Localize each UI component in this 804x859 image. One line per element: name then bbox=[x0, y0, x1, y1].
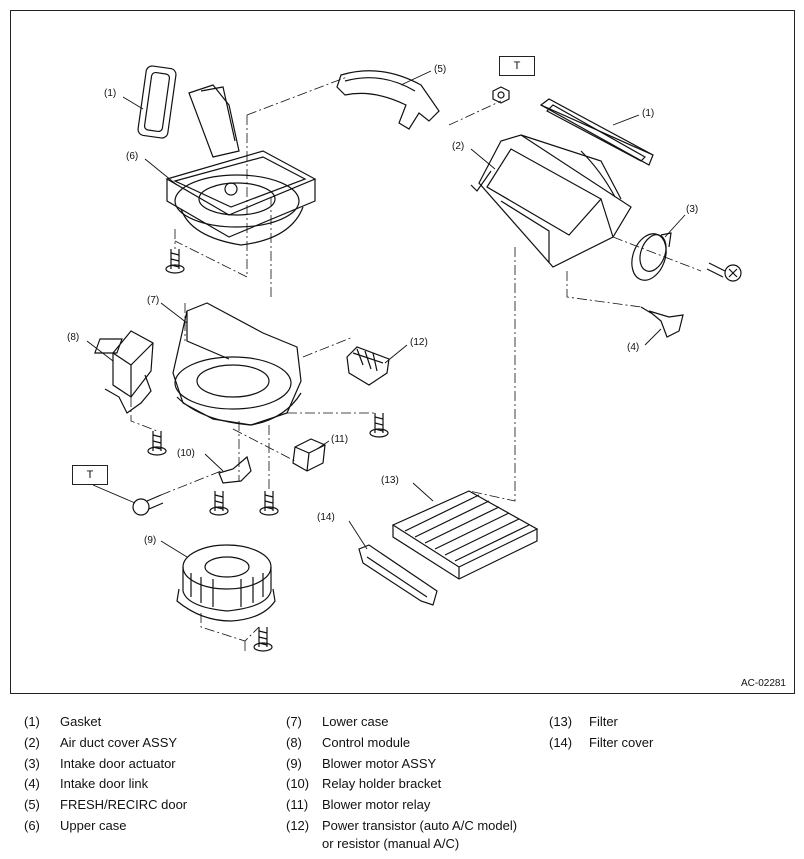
torque-mark-box-top: T bbox=[499, 56, 535, 76]
callout-3: (3) bbox=[686, 204, 699, 215]
legend-label: Air duct cover ASSY bbox=[60, 735, 178, 750]
legend-label: or resistor (manual A/C) bbox=[322, 836, 460, 851]
air-duct-cover-part bbox=[470, 134, 632, 268]
callout-13: (13) bbox=[381, 475, 399, 486]
alignment-lines bbox=[130, 76, 702, 651]
callout-1-left: (1) bbox=[104, 88, 117, 99]
nut-part bbox=[492, 86, 510, 104]
torque-mark-box-left: T bbox=[72, 465, 108, 485]
legend-label: FRESH/RECIRC door bbox=[60, 797, 188, 812]
screw-bracket-left-part bbox=[209, 491, 229, 516]
legend-label: Power transistor (auto A/C model) bbox=[322, 818, 518, 833]
intake-door-link-part bbox=[640, 306, 684, 338]
filter-part bbox=[391, 490, 539, 580]
legend-number: (5) bbox=[24, 797, 40, 812]
legend-number: (1) bbox=[24, 714, 40, 729]
legend-label: Gasket bbox=[60, 714, 102, 729]
callout-1-right: (1) bbox=[642, 108, 655, 119]
fresh-recirc-door-part bbox=[336, 70, 440, 130]
callout-8: (8) bbox=[67, 332, 80, 343]
control-module-part bbox=[104, 330, 154, 414]
callout-10: (10) bbox=[177, 448, 195, 459]
legend-number: (7) bbox=[286, 714, 302, 729]
legend-number: (8) bbox=[286, 735, 302, 750]
legend-number: (14) bbox=[549, 735, 573, 750]
upper-case-part bbox=[165, 84, 317, 246]
callout-5: (5) bbox=[434, 64, 447, 75]
callout-9: (9) bbox=[144, 535, 157, 546]
legend-number: (3) bbox=[24, 756, 40, 771]
legend-label: Intake door actuator bbox=[60, 756, 176, 771]
legend-label: Upper case bbox=[60, 818, 127, 833]
legend-label: Filter bbox=[589, 714, 618, 729]
legend-number: (12) bbox=[286, 818, 310, 833]
gasket-right-part bbox=[539, 98, 654, 166]
power-transistor-part bbox=[346, 346, 390, 386]
screw-upper-part bbox=[165, 249, 185, 274]
filter-cover-part bbox=[358, 544, 438, 606]
legend-label: Lower case bbox=[322, 714, 389, 729]
leader-lines bbox=[86, 70, 686, 558]
gasket-left-part bbox=[137, 65, 177, 139]
callout-4: (4) bbox=[627, 342, 640, 353]
screw-control-module-part bbox=[147, 431, 167, 456]
screw-transistor-part bbox=[369, 413, 389, 438]
legend-number: (10) bbox=[286, 776, 310, 791]
legend-label: Filter cover bbox=[589, 735, 654, 750]
screw-actuator-part bbox=[706, 262, 742, 282]
callout-2: (2) bbox=[452, 141, 465, 152]
legend-label: Blower motor ASSY bbox=[322, 756, 437, 771]
exploded-view-drawing bbox=[86, 65, 742, 652]
legend-label: Blower motor relay bbox=[322, 797, 431, 812]
lower-case-part bbox=[94, 302, 302, 426]
callout-6: (6) bbox=[126, 151, 139, 162]
legend-number: (9) bbox=[286, 756, 302, 771]
screw-bracket-right-part bbox=[259, 491, 279, 516]
callout-14: (14) bbox=[317, 512, 335, 523]
diagram-frame: (1) (1) (2) (3) (4) (5) (6) (7) (8) (9) … bbox=[10, 10, 795, 694]
relay-holder-bracket-part bbox=[218, 455, 252, 484]
legend-label: Intake door link bbox=[60, 776, 149, 791]
screw-blower-part bbox=[253, 627, 273, 652]
legend-number: (11) bbox=[286, 797, 309, 812]
callout-11: (11) bbox=[331, 434, 349, 445]
legend-label: Relay holder bracket bbox=[322, 776, 442, 791]
callout-7: (7) bbox=[147, 295, 160, 306]
legend-label: Control module bbox=[322, 735, 411, 750]
blower-motor-relay-part bbox=[292, 438, 326, 472]
parts-legend: (1) Gasket (2) Air duct cover ASSY (3) I… bbox=[0, 712, 804, 859]
blower-motor-part bbox=[176, 544, 276, 622]
legend-number: (13) bbox=[549, 714, 573, 729]
figure-code: AC-02281 bbox=[740, 678, 786, 689]
callout-12: (12) bbox=[410, 337, 428, 348]
bolt-torque-part bbox=[132, 494, 164, 516]
legend-number: (2) bbox=[24, 735, 40, 750]
legend-number: (6) bbox=[24, 818, 40, 833]
legend-number: (4) bbox=[24, 776, 40, 791]
